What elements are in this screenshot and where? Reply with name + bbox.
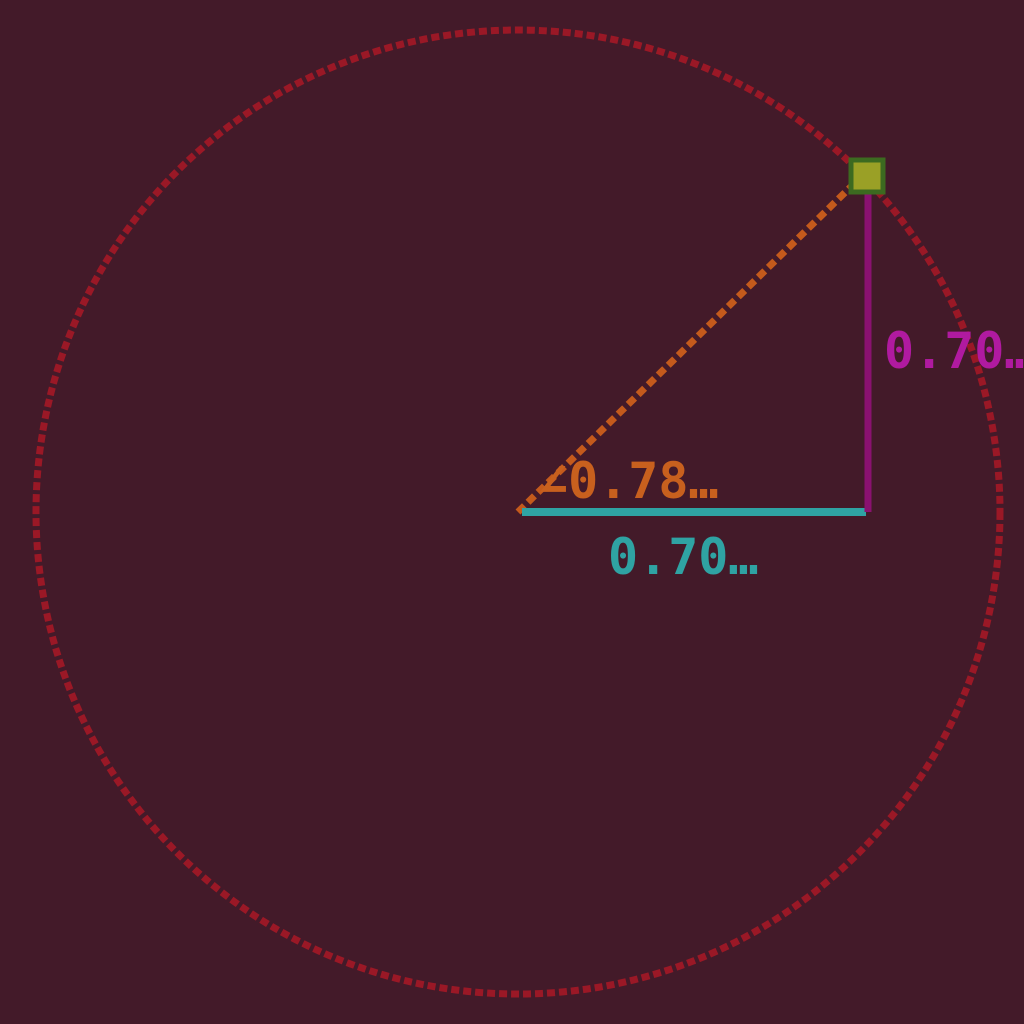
cosine-label: 0.70… <box>608 528 759 586</box>
radius-line <box>515 169 869 515</box>
sine-label: 0.70… <box>884 322 1024 380</box>
angle-label: ∠0.78… <box>538 452 719 510</box>
unit-circle <box>32 26 1004 998</box>
point-marker <box>848 157 886 195</box>
